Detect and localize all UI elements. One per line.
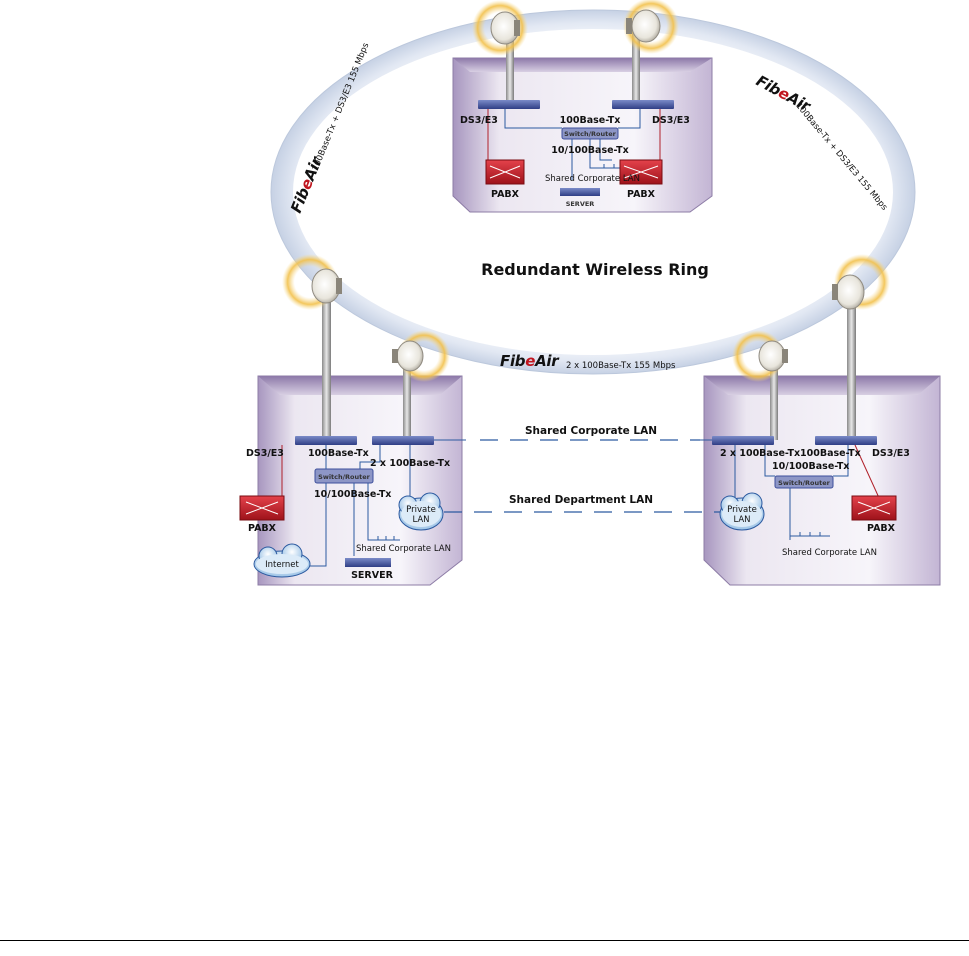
port-label: 10/100Base-Tx xyxy=(314,489,391,500)
fibeair-logo: FibeAir xyxy=(500,352,560,370)
antenna-icon xyxy=(282,254,342,310)
link-label-bottom: 2 x 100Base-Tx 155 Mbps xyxy=(566,361,676,371)
internet-cloud-icon xyxy=(253,543,311,578)
fe-label: 100Base-Tx xyxy=(308,448,369,459)
ds3-label: DS3/E3 xyxy=(246,448,284,459)
ds3-label: DS3/E3 xyxy=(652,115,690,126)
server-label: SERVER xyxy=(351,570,393,581)
pabx-label: PABX xyxy=(627,189,656,200)
shared-lans: Shared Corporate LAN Shared Department L… xyxy=(444,425,720,513)
internet-label: Internet xyxy=(265,560,299,570)
ring-title: Redundant Wireless Ring xyxy=(481,260,709,279)
ds3-label: DS3/E3 xyxy=(460,115,498,126)
antenna-icon xyxy=(472,0,528,56)
private-lan-label: Private xyxy=(406,505,436,515)
port-label: 10/100Base-Tx xyxy=(772,461,849,472)
top-site: Switch/Router DS3/E3 DS3/E3 100Base-Tx 1… xyxy=(452,0,713,213)
antenna-icon xyxy=(392,330,450,382)
left-switch xyxy=(314,468,374,484)
private-lan-label: LAN xyxy=(733,515,750,525)
top-left-idu xyxy=(478,100,540,109)
antenna-icon xyxy=(732,330,788,382)
shared-corporate-lan-label: Shared Corporate LAN xyxy=(525,425,657,437)
right-site: Switch/Router Private LAN 2 x 100Base-Tx… xyxy=(700,254,941,586)
private-lan-cloud-icon xyxy=(398,492,444,531)
pabx-label: PABX xyxy=(248,523,277,534)
private-lan-cloud-icon xyxy=(719,492,765,531)
server-icon xyxy=(560,188,600,196)
right-idu xyxy=(815,436,877,445)
server-label: SERVER xyxy=(566,200,595,208)
right-switch xyxy=(774,475,834,489)
private-lan-label: LAN xyxy=(412,515,429,525)
lan-label: Shared Corporate LAN xyxy=(545,174,640,184)
shared-department-lan-label: Shared Department LAN xyxy=(509,494,653,506)
left-switch-label: Switch/Router xyxy=(318,473,370,481)
pabx-icon xyxy=(851,495,897,521)
pabx-label: PABX xyxy=(491,189,520,200)
lan-label: Shared Corporate LAN xyxy=(356,544,451,554)
server-icon xyxy=(345,558,391,567)
fe-label: 100Base-Tx xyxy=(560,115,621,126)
ring-link-bottom: FibeAir 2 x 100Base-Tx 155 Mbps xyxy=(500,352,676,371)
fe-label: 100Base-Tx xyxy=(800,448,861,459)
pabx-label: PABX xyxy=(867,523,896,534)
top-right-idu xyxy=(612,100,674,109)
page-footer-rule xyxy=(0,940,969,941)
left-idu-dual xyxy=(372,436,434,445)
port-label: 10/100Base-Tx xyxy=(551,145,628,156)
dual-fe-label: 2 x 100Base-Tx xyxy=(720,448,800,459)
pabx-icon xyxy=(239,495,285,521)
left-site: Switch/Router Private LAN Internet xyxy=(239,254,466,586)
private-lan-label: Private xyxy=(727,505,757,515)
lan-label: Shared Corporate LAN xyxy=(782,548,877,558)
pabx-icon xyxy=(619,159,663,185)
left-idu xyxy=(295,436,357,445)
right-switch-label: Switch/Router xyxy=(778,479,830,487)
antenna-icon xyxy=(832,254,890,310)
top-switch-label: Switch/Router xyxy=(564,130,616,138)
ds3-label: DS3/E3 xyxy=(872,448,910,459)
pabx-icon xyxy=(485,159,525,185)
antenna-icon xyxy=(623,0,679,54)
dual-fe-label: 2 x 100Base-Tx xyxy=(370,458,450,469)
right-idu-dual xyxy=(712,436,774,445)
